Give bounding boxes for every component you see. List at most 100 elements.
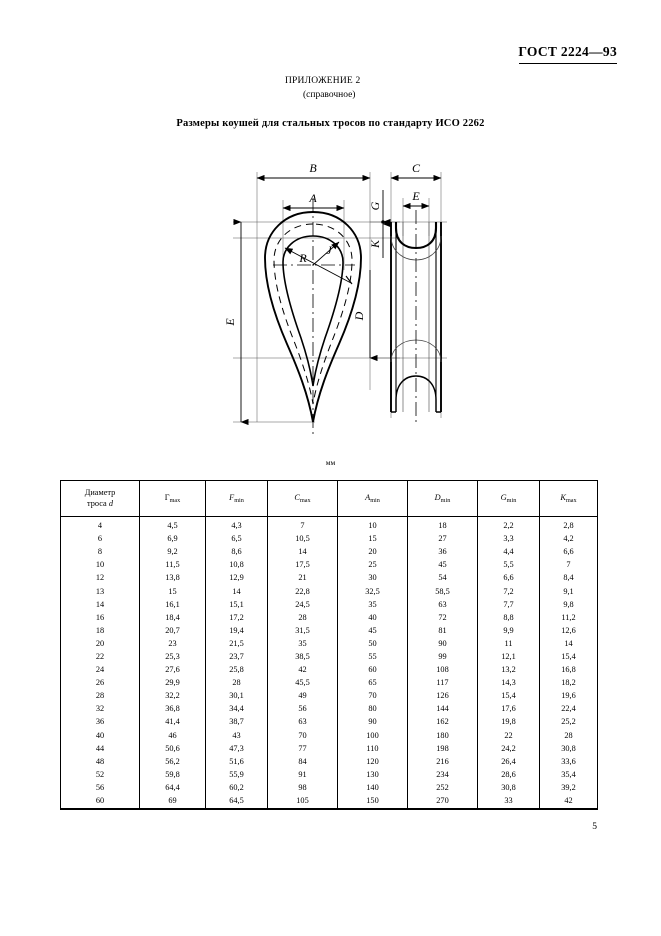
- table-cell: 43: [205, 728, 268, 742]
- table-cell: 64,4: [139, 780, 206, 794]
- table-cell: 47,3: [205, 741, 268, 755]
- table-cell: 42: [267, 663, 338, 677]
- col-header-g-max: Гmax: [139, 480, 206, 517]
- col-header-f-min: Fmin: [205, 480, 268, 517]
- table-cell: 31,5: [267, 623, 338, 637]
- table-cell: 16,8: [539, 663, 598, 677]
- table-cell: 50: [337, 636, 408, 650]
- table-cell: 144: [407, 702, 478, 716]
- col-header-diameter: Диаметр троса d: [60, 480, 140, 517]
- table-cell: 23,7: [205, 649, 268, 664]
- table-cell: 4,3: [205, 516, 268, 533]
- col-header-g-max-symbol: Г: [164, 493, 170, 503]
- table-cell: 12: [60, 571, 140, 585]
- svg-text:G: G: [368, 201, 382, 210]
- table-cell: 28: [539, 728, 598, 742]
- table-cell: 13: [60, 584, 140, 598]
- table-cell: 49: [267, 689, 338, 703]
- table-cell: 10: [337, 516, 408, 533]
- table-cell: 7: [539, 558, 598, 572]
- table-cell: 4,5: [139, 516, 206, 533]
- col-header-diameter-line2: троса: [87, 498, 107, 508]
- table-cell: 42: [539, 793, 598, 811]
- table-cell: 25,2: [539, 715, 598, 729]
- table-cell: 48: [60, 754, 140, 768]
- table-cell: 32,2: [139, 689, 206, 703]
- table-cell: 14: [267, 545, 338, 559]
- table-cell: 25,8: [205, 663, 268, 677]
- table-cell: 100: [337, 728, 408, 742]
- table-cell: 22,8: [267, 584, 338, 598]
- table-cell: 8,6: [205, 545, 268, 559]
- col-header-c-max-sub: max: [299, 497, 311, 505]
- table-cell: 56: [267, 702, 338, 716]
- table-cell: 28: [267, 610, 338, 624]
- table-cell: 25,3: [139, 649, 206, 664]
- appendix-label: ПРИЛОЖЕНИЕ 2: [285, 76, 361, 86]
- svg-text:J: J: [326, 243, 332, 257]
- table-cell: 19,8: [477, 715, 540, 729]
- table-cell: 120: [337, 754, 408, 768]
- table-cell: 52: [60, 767, 140, 781]
- table-cell: 26: [60, 676, 140, 690]
- table-cell: 20,7: [139, 623, 206, 637]
- table-cell: 77: [267, 741, 338, 755]
- table-cell: 30: [337, 571, 408, 585]
- col-header-f-min-symbol: F: [229, 493, 235, 503]
- table-cell: 15: [337, 532, 408, 546]
- table-cell: 18: [60, 623, 140, 637]
- dimensions-table: Диаметр троса d Гmax Fmin Cmax Amin: [60, 480, 598, 811]
- table-header: Диаметр троса d Гmax Fmin Cmax Amin: [60, 480, 598, 517]
- table-cell: 110: [337, 741, 408, 755]
- table-cell: 19,4: [205, 623, 268, 637]
- table-cell: 63: [267, 715, 338, 729]
- table-cell: 252: [407, 780, 478, 794]
- table-cell: 24,2: [477, 741, 540, 755]
- table-cell: 10,5: [267, 532, 338, 546]
- table-cell: 20: [60, 636, 140, 650]
- table-cell: 7,7: [477, 597, 540, 611]
- table-cell: 38,7: [205, 715, 268, 729]
- table-cell: 29,9: [139, 676, 206, 690]
- col-header-diameter-symbol: d: [108, 498, 113, 508]
- table-cell: 8: [60, 545, 140, 559]
- table-cell: 2,8: [539, 516, 598, 533]
- table-cell: 56: [60, 780, 140, 794]
- table-cell: 27: [407, 532, 478, 546]
- table-cell: 130: [337, 767, 408, 781]
- table-cell: 91: [267, 767, 338, 781]
- table-cell: 22,4: [539, 702, 598, 716]
- col-header-g-min-sub: min: [506, 497, 517, 505]
- table-cell: 4,2: [539, 532, 598, 546]
- table-cell: 6: [60, 532, 140, 546]
- table-cell: 33,6: [539, 754, 598, 768]
- table-cell: 80: [337, 702, 408, 716]
- table-cell: 36: [60, 715, 140, 729]
- table-cell: 16: [60, 610, 140, 624]
- col-header-k-max: Kmax: [539, 480, 598, 517]
- table-cell: 22: [477, 728, 540, 742]
- units-note: мм: [325, 458, 336, 467]
- svg-text:D: D: [352, 311, 366, 321]
- table-cell: 117: [407, 676, 478, 690]
- header-rule: [519, 63, 617, 64]
- table-cell: 5,5: [477, 558, 540, 572]
- col-header-d-min: Dmin: [407, 480, 478, 517]
- table-cell: 20: [337, 545, 408, 559]
- table-cell: 17,6: [477, 702, 540, 716]
- page-title: Размеры коушей для стальных тросов по ст…: [176, 118, 485, 129]
- table-cell: 28,6: [477, 767, 540, 781]
- table-cell: 25: [337, 558, 408, 572]
- page-number: 5: [592, 822, 597, 832]
- col-header-c-max: Cmax: [267, 480, 338, 517]
- table-cell: 18,4: [139, 610, 206, 624]
- table-cell: 216: [407, 754, 478, 768]
- col-header-diameter-line1: Диаметр: [84, 487, 116, 497]
